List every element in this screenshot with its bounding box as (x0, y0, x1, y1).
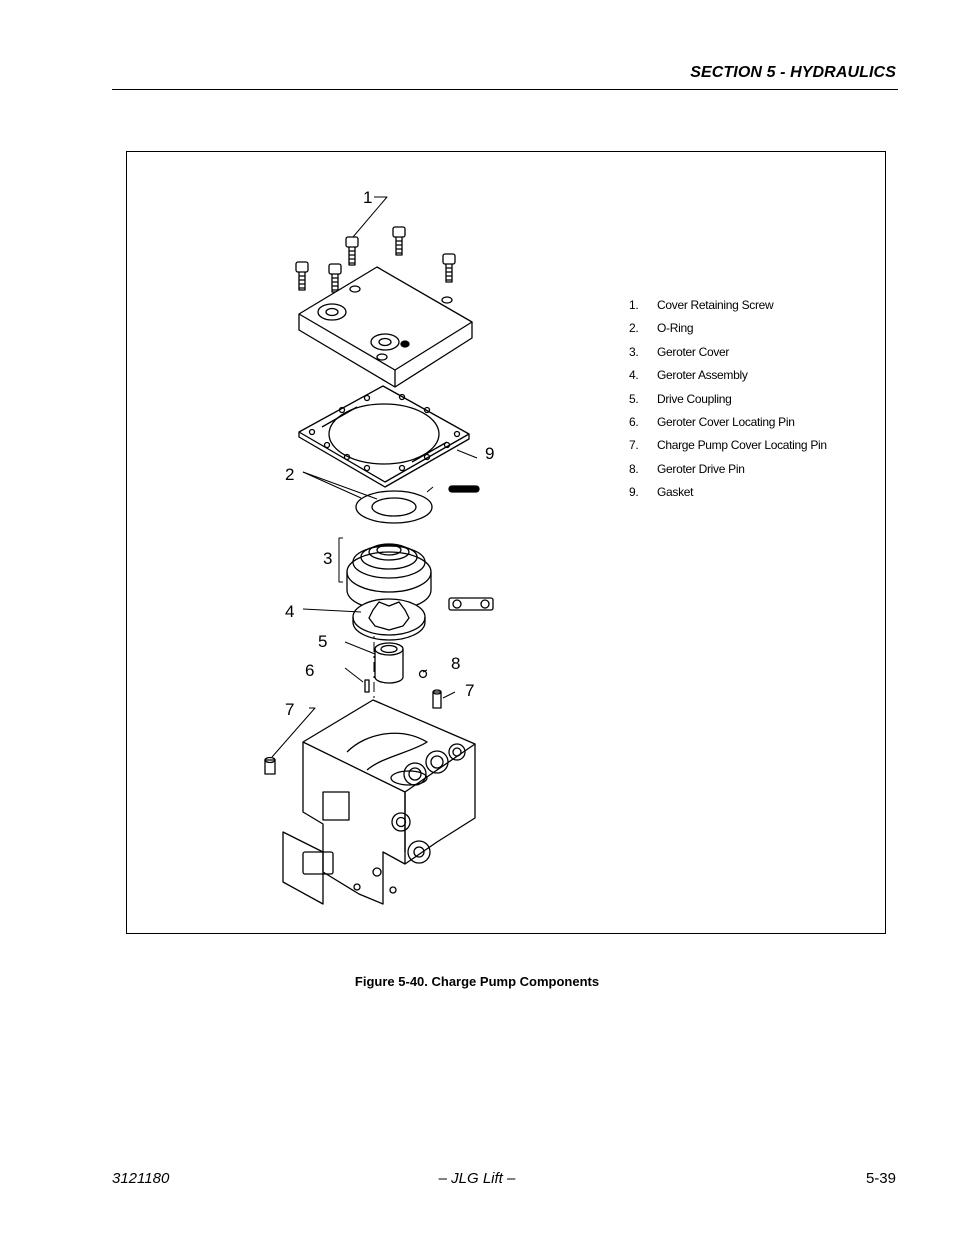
callout-7a: 7 (285, 700, 294, 719)
leader-lines (271, 196, 478, 758)
drive-coupling (374, 642, 404, 684)
cover-plate (298, 266, 473, 388)
footer-brand: – JLG Lift – (438, 1170, 516, 1187)
geroter-assembly (352, 597, 494, 641)
figure-frame: 1 2 3 4 5 6 7 7 8 9 1.Cover Retaining Sc… (126, 151, 886, 934)
figure-caption: Figure 5-40. Charge Pump Components (354, 974, 600, 989)
section-title: SECTION 5 - HYDRAULICS (690, 64, 896, 81)
locating-pins (264, 669, 442, 775)
callout-8: 8 (451, 654, 460, 673)
callout-7b: 7 (465, 681, 474, 700)
gasket (298, 385, 470, 488)
o-ring (355, 485, 480, 524)
legend-item: 2.O-Ring (629, 321, 694, 336)
callout-5: 5 (318, 632, 327, 651)
doc-number: 3121180 (112, 1170, 170, 1187)
callout-6: 6 (305, 661, 314, 680)
callout-9: 9 (485, 444, 494, 463)
callout-4: 4 (285, 602, 294, 621)
legend-item: 1.Cover Retaining Screw (629, 298, 774, 312)
callout-numbers: 1 2 3 4 5 6 7 7 8 9 (285, 188, 494, 719)
geroter-cover (338, 537, 432, 611)
parts-legend: 1.Cover Retaining Screw 2.O-Ring 3.Gerot… (629, 298, 827, 509)
legend-item: 9.Gasket (629, 485, 694, 500)
charge-pump-exploded-diagram: 1 2 3 4 5 6 7 7 8 9 (264, 188, 494, 905)
callout-3: 3 (323, 549, 332, 568)
header-rule (112, 89, 898, 90)
pump-housing (282, 699, 476, 905)
page-number: 5-39 (865, 1170, 896, 1187)
legend-item: 6.Geroter Cover Locating Pin (629, 414, 795, 429)
callout-2: 2 (285, 465, 294, 484)
legend-item: 4.Geroter Assembly (629, 368, 748, 383)
callout-1: 1 (363, 188, 372, 207)
legend-item: 3.Geroter Cover (629, 344, 730, 359)
legend-item: 8.Geroter Drive Pin (629, 461, 745, 476)
legend-item: 5.Drive Coupling (629, 391, 732, 406)
legend-item: 7.Charge Pump Cover Locating Pin (629, 438, 827, 453)
